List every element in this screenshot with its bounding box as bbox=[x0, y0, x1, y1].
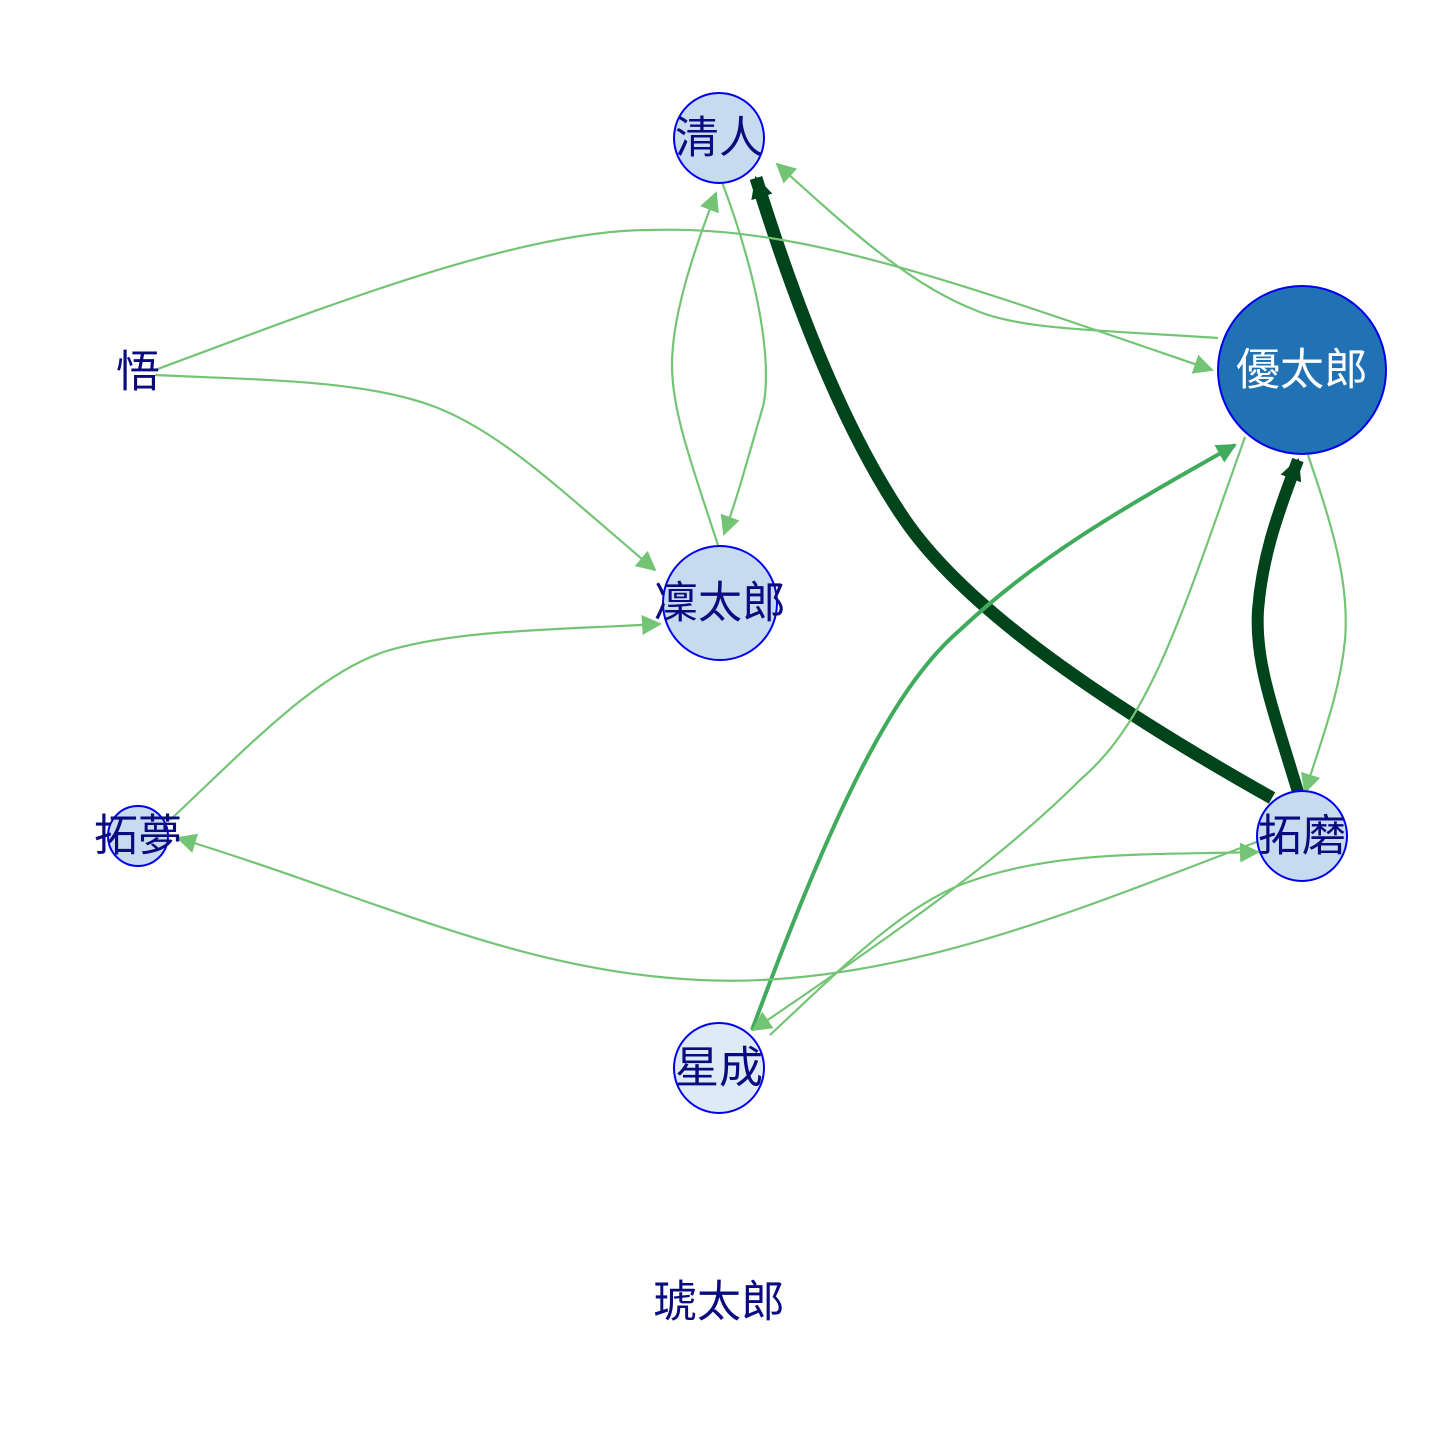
edge-seina-yutaro bbox=[750, 443, 1237, 1031]
node-kiyoto: 清人 bbox=[673, 92, 765, 184]
node-circle bbox=[673, 1022, 765, 1114]
node-circle bbox=[1256, 790, 1348, 882]
node-seina: 星成 bbox=[673, 1022, 765, 1114]
edge-yutaro-kiyoto bbox=[775, 162, 1219, 340]
edge-kiyoto-rintaro bbox=[720, 181, 768, 536]
node-label: 優太郎 bbox=[1236, 345, 1368, 396]
node-label: 凜太郎 bbox=[654, 578, 786, 629]
edge-yutaro-takuma bbox=[1301, 454, 1347, 794]
nodes-layer: 清人 優太郎 悟 凜太郎 拓夢 拓磨 星成 琥太郎 bbox=[94, 92, 1387, 1328]
node-takuma: 拓磨 bbox=[1256, 790, 1348, 882]
edge-satoru-rintaro bbox=[154, 373, 657, 572]
edge-takuma-kiyoto bbox=[749, 175, 1276, 804]
edges-layer bbox=[154, 162, 1347, 1036]
edge-rintaro-kiyoto bbox=[670, 191, 720, 546]
edge-takuma-yutaro bbox=[1251, 457, 1304, 794]
node-label: 星成 bbox=[675, 1043, 763, 1094]
node-circle bbox=[1217, 285, 1387, 455]
edge-seina-takuma bbox=[769, 842, 1260, 1036]
edge-takumu-rintaro bbox=[169, 614, 662, 821]
node-kotaro: 琥太郎 bbox=[653, 1277, 785, 1328]
node-yutaro: 優太郎 bbox=[1217, 285, 1387, 455]
edge-takuma-takumu bbox=[176, 833, 1263, 982]
node-label: 拓夢 bbox=[94, 811, 182, 862]
node-circle bbox=[662, 545, 778, 661]
edge-yutaro-seina bbox=[751, 436, 1247, 1032]
node-takumu: 拓夢 bbox=[94, 805, 182, 867]
node-circle bbox=[107, 805, 169, 867]
node-satoru: 悟 bbox=[116, 347, 160, 398]
node-circle bbox=[673, 92, 765, 184]
node-label: 悟 bbox=[116, 347, 160, 398]
node-label: 清人 bbox=[675, 113, 763, 164]
edge-satoru-yutaro bbox=[154, 228, 1214, 374]
node-rintaro: 凜太郎 bbox=[654, 545, 786, 661]
node-label: 琥太郎 bbox=[653, 1277, 785, 1328]
node-label: 拓磨 bbox=[1258, 811, 1346, 862]
